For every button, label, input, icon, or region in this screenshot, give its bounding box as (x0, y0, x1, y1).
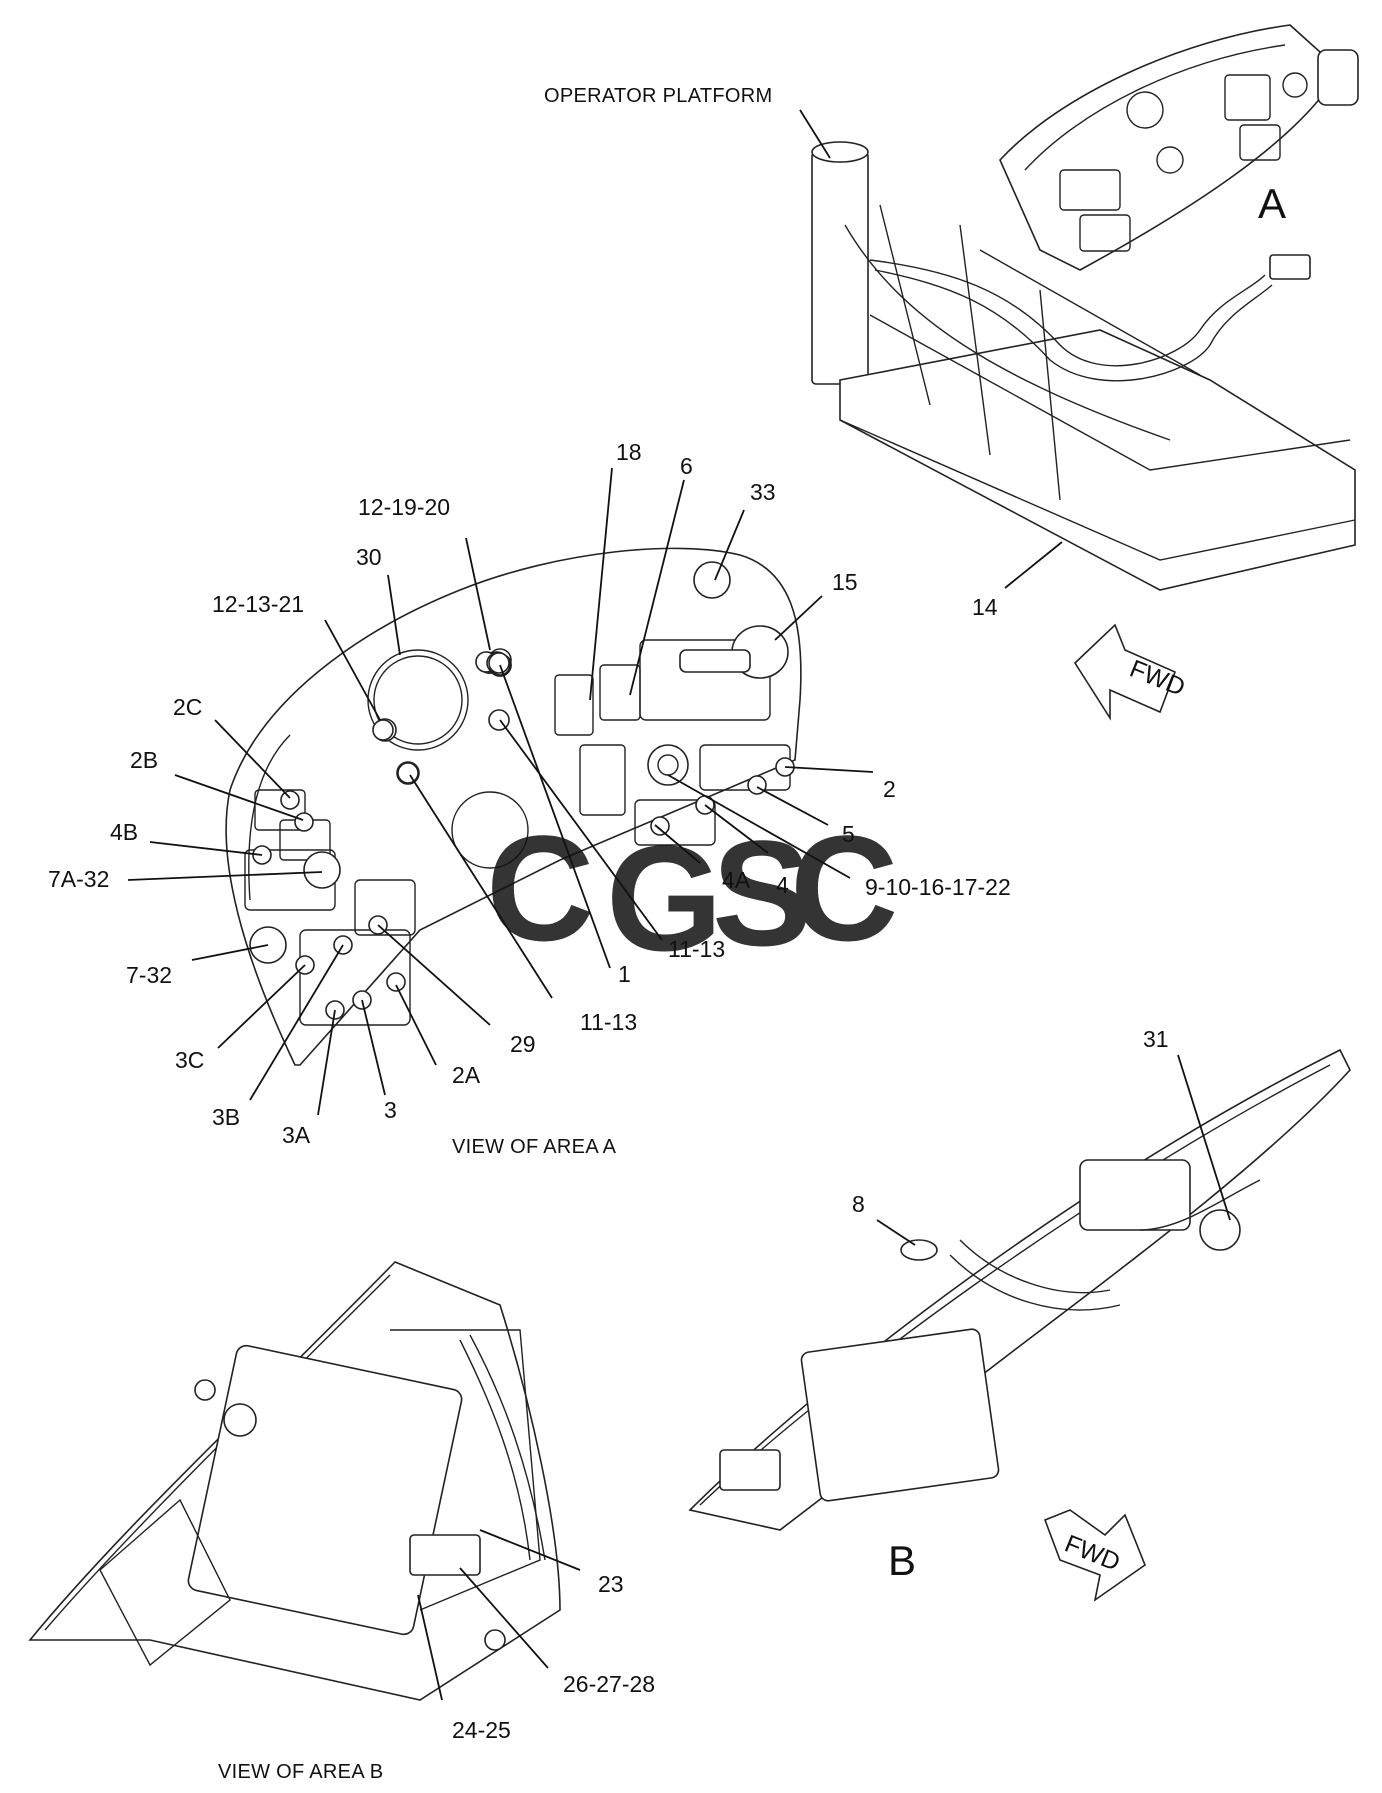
area-b-underside-right-drawing (688, 1048, 1351, 1531)
operator-platform-label: OPERATOR PLATFORM (544, 85, 772, 107)
fwd-arrow-bottom: FWD (1043, 1509, 1146, 1602)
callout-4A: 4A (722, 867, 751, 893)
watermark-letter-g: G (606, 814, 723, 982)
leader-lines (127, 109, 1231, 1701)
callout-26-27-28: 26-27-28 (563, 1671, 655, 1697)
callout-2C: 2C (173, 694, 202, 720)
callout-3C: 3C (175, 1047, 204, 1073)
callout-12-19-20: 12-19-20 (358, 494, 450, 520)
callout-29: 29 (510, 1031, 536, 1057)
callout-6: 6 (680, 453, 693, 479)
callout-11-13-lower: 11-13 (580, 1009, 637, 1035)
callout-3A: 3A (282, 1122, 311, 1148)
callout-24-25: 24-25 (452, 1717, 511, 1743)
watermark-letter-c1: C (486, 804, 594, 972)
callout-11-13-upper: 11-13 (668, 936, 725, 962)
callout-31: 31 (1143, 1026, 1169, 1052)
callout-8: 8 (852, 1191, 865, 1217)
callout-3: 3 (384, 1097, 397, 1123)
area-b-underside-left-drawing (28, 1261, 561, 1701)
fwd-arrow-top: FWD (1073, 623, 1189, 721)
cgsc-watermark: C G S C (486, 804, 898, 982)
callout-3B: 3B (212, 1104, 240, 1130)
area-b-letter: B (888, 1537, 916, 1584)
callout-30: 30 (356, 544, 382, 570)
callout-4: 4 (776, 872, 789, 898)
watermark-letter-s: S (712, 809, 812, 977)
callout-1: 1 (618, 961, 631, 987)
callout-12-13-21: 12-13-21 (212, 591, 304, 617)
view-of-area-b-caption: VIEW OF AREA B (218, 1761, 383, 1783)
callout-9-10-16-17-22: 9-10-16-17-22 (865, 874, 1011, 900)
callout-2: 2 (883, 776, 896, 802)
callout-7A-32: 7A-32 (48, 866, 109, 892)
callout-labels: 14 18 6 33 15 12-19-20 30 12-13-21 2C 2B… (48, 439, 1169, 1743)
callout-7-32: 7-32 (126, 962, 172, 988)
watermark-letter-c2: C (790, 804, 898, 972)
callout-23: 23 (598, 1571, 624, 1597)
callout-2B: 2B (130, 747, 158, 773)
view-of-area-a-caption: VIEW OF AREA A (452, 1136, 617, 1158)
callout-4B: 4B (110, 819, 138, 845)
operator-platform-drawing (811, 24, 1359, 591)
callout-33: 33 (750, 479, 776, 505)
area-a-letter: A (1258, 180, 1286, 227)
callout-14: 14 (972, 594, 998, 620)
callout-15: 15 (832, 569, 858, 595)
callout-2A: 2A (452, 1062, 481, 1088)
callout-18: 18 (616, 439, 642, 465)
callout-5: 5 (842, 821, 855, 847)
